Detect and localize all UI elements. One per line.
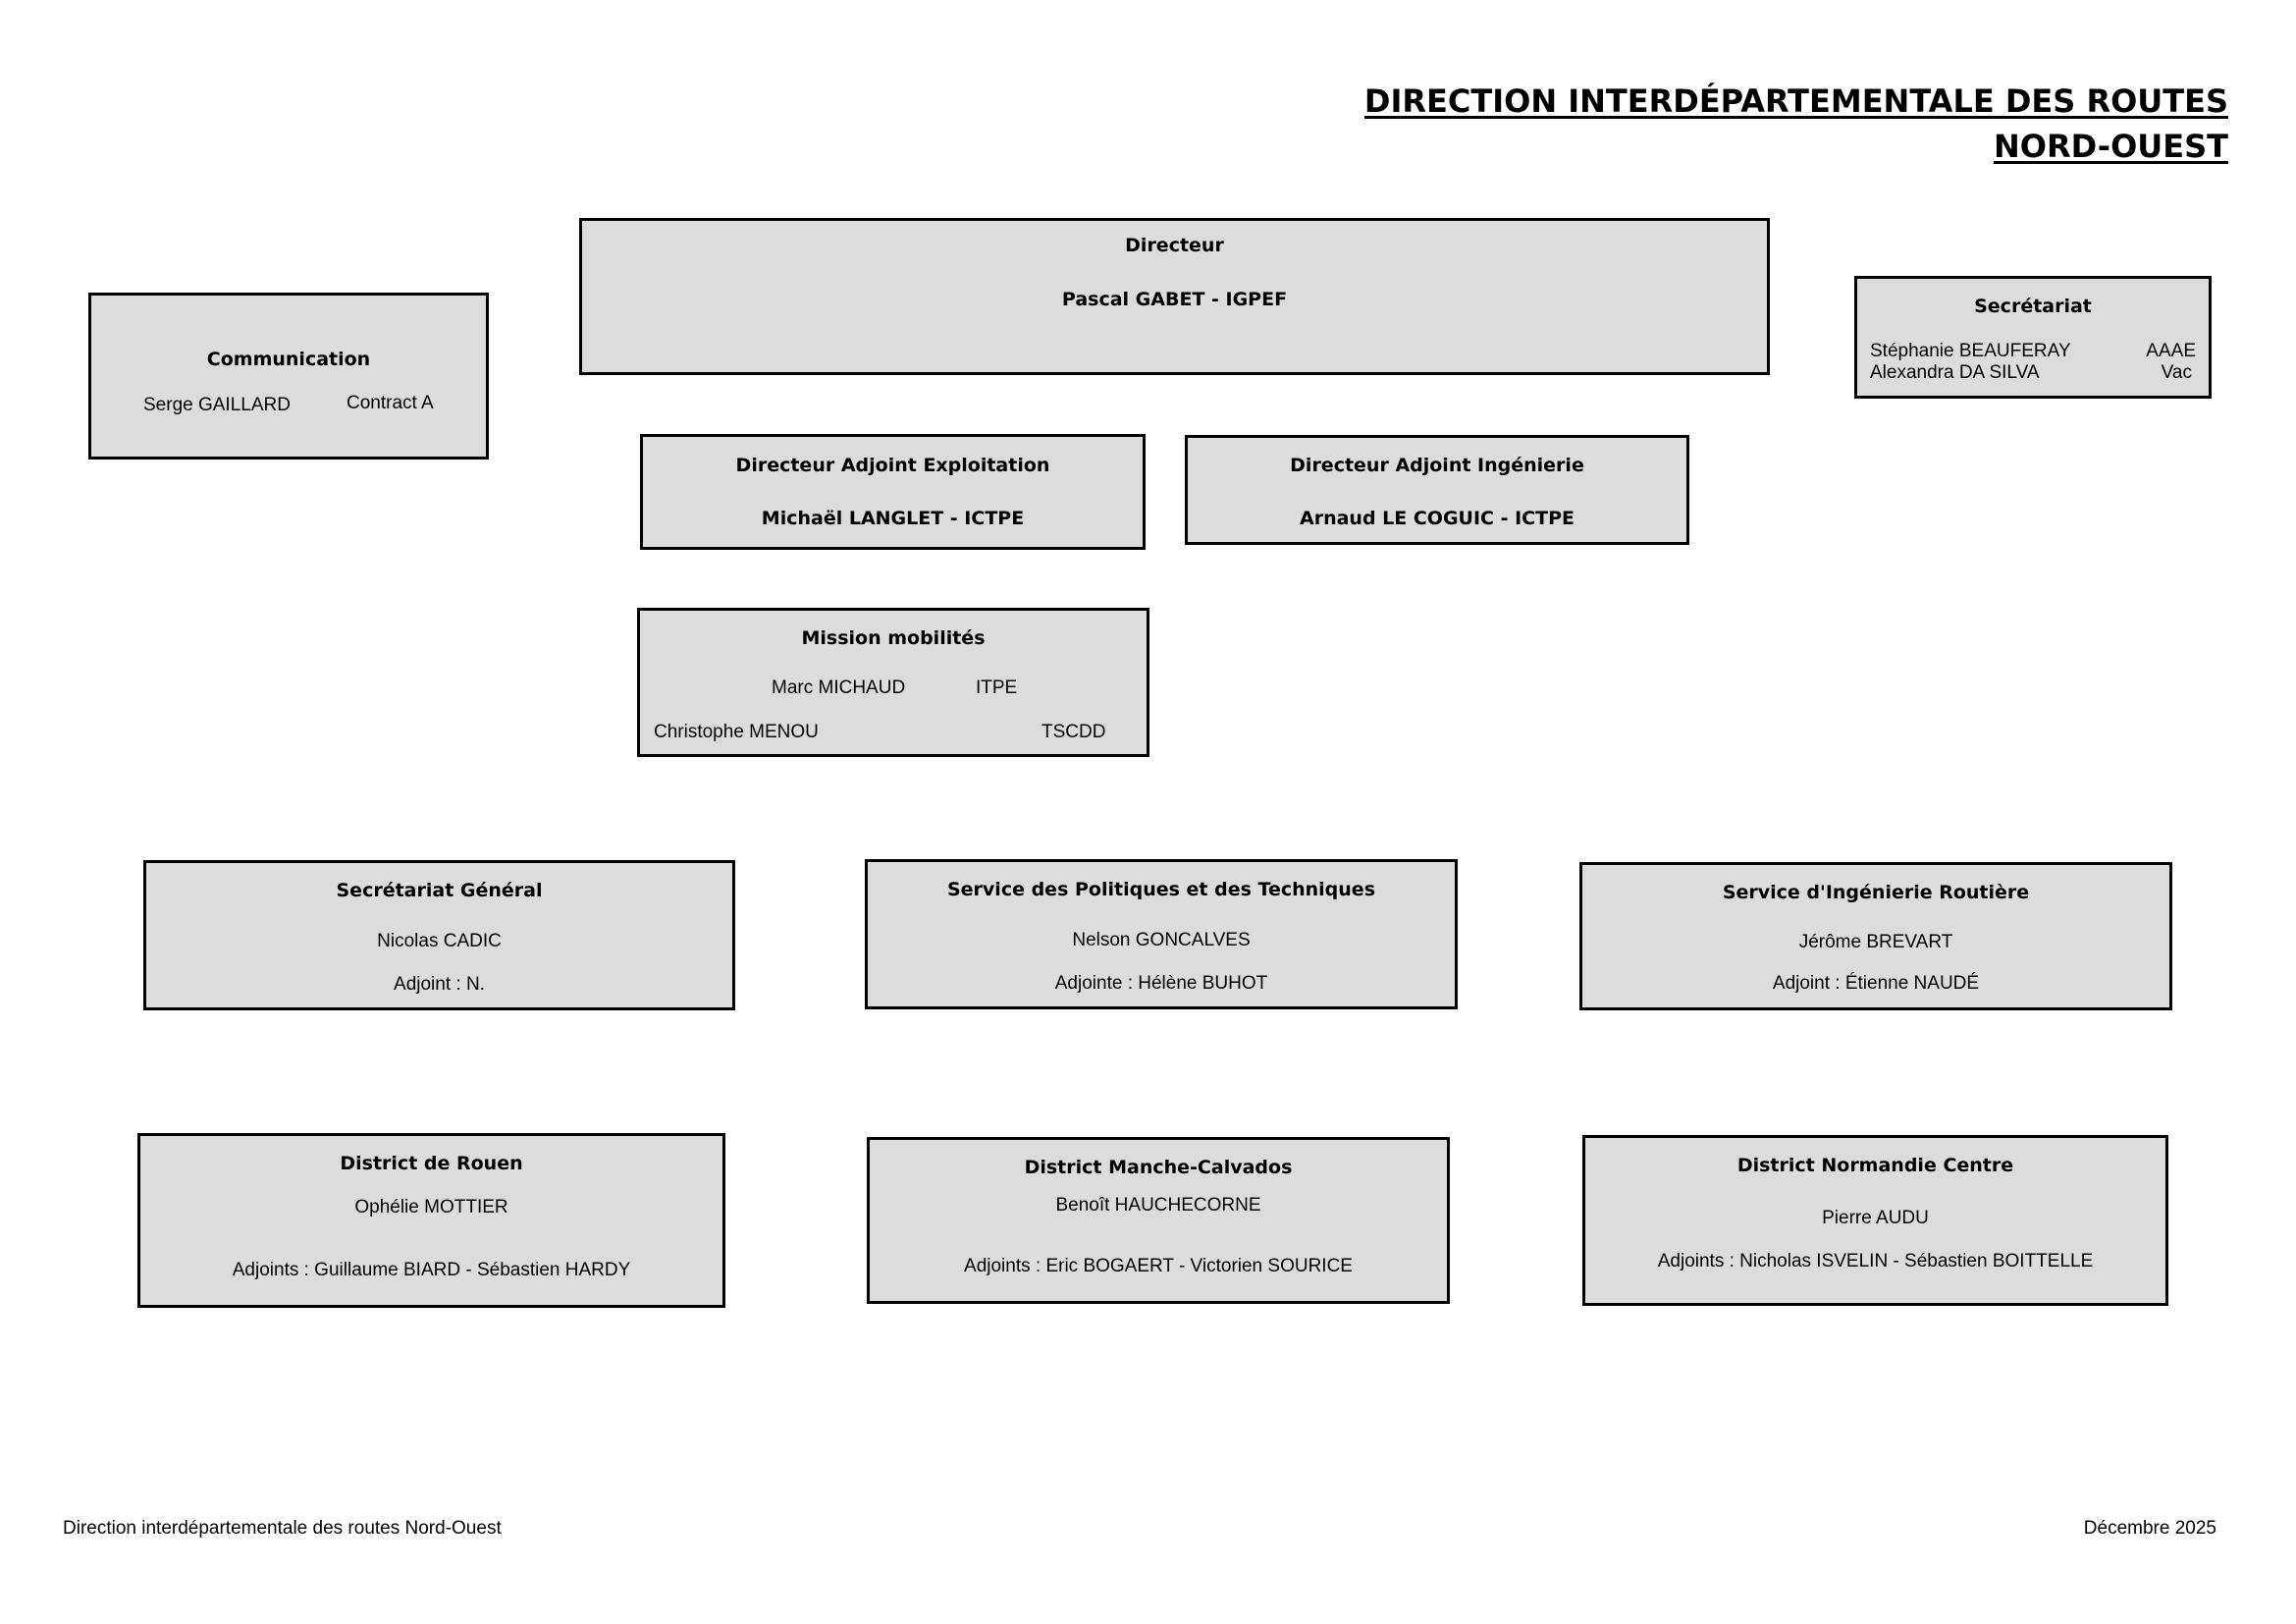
district-head: Pierre AUDU <box>1822 1208 1929 1228</box>
mission-member-grade: ITPE <box>976 677 1018 698</box>
communication-name: Serge GAILLARD <box>143 395 291 415</box>
communication-title: Communication <box>206 349 371 370</box>
adjoint-ingenierie-box: Directeur Adjoint Ingénierie Arnaud LE C… <box>1185 435 1689 545</box>
service-title: Secrétariat Général <box>336 880 543 901</box>
district-box: District de Rouen Ophélie MOTTIER Adjoin… <box>137 1133 725 1308</box>
adjoint-ingenierie-title: Directeur Adjoint Ingénierie <box>1290 455 1584 476</box>
mission-member-name: Marc MICHAUD <box>772 677 906 698</box>
directeur-title: Directeur <box>1125 235 1224 256</box>
district-head: Ophélie MOTTIER <box>354 1197 508 1218</box>
secretariat-member-name: Stéphanie BEAUFERAY <box>1870 341 2071 361</box>
secretariat-box: Secrétariat Stéphanie BEAUFERAY AAAE Ale… <box>1854 276 2212 399</box>
mission-mobilites-box: Mission mobilités Marc MICHAUD ITPE Chri… <box>637 608 1149 757</box>
district-title: District Manche-Calvados <box>1024 1157 1293 1178</box>
adjoint-exploitation-title: Directeur Adjoint Exploitation <box>735 455 1050 476</box>
secretariat-title: Secrétariat <box>1974 296 2092 317</box>
adjoint-exploitation-name: Michaël LANGLET - ICTPE <box>761 508 1025 529</box>
service-box: Service d'Ingénierie Routière Jérôme BRE… <box>1579 862 2172 1010</box>
page-title: DIRECTION INTERDÉPARTEMENTALE DES ROUTES… <box>1364 79 2228 169</box>
footer-left: Direction interdépartementale des routes… <box>63 1518 502 1539</box>
service-head: Jérôme BREVART <box>1798 932 1953 952</box>
service-box: Service des Politiques et des Techniques… <box>865 859 1458 1009</box>
district-title: District de Rouen <box>340 1153 523 1174</box>
secretariat-member-name: Alexandra DA SILVA <box>1870 362 2040 383</box>
service-deputy: Adjoint : Étienne NAUDÉ <box>1772 973 1980 994</box>
service-head: Nicolas CADIC <box>377 931 502 951</box>
secretariat-member-grade: Vac <box>2161 362 2192 383</box>
service-deputy: Adjoint : N. <box>394 974 485 995</box>
adjoint-exploitation-box: Directeur Adjoint Exploitation Michaël L… <box>640 434 1146 550</box>
district-head: Benoît HAUCHECORNE <box>1055 1195 1261 1216</box>
district-box: District Normandie Centre Pierre AUDU Ad… <box>1582 1135 2168 1306</box>
directeur-name: Pascal GABET - IGPEF <box>1061 289 1288 310</box>
mission-member-name: Christophe MENOU <box>654 722 819 742</box>
communication-box: Communication Serge GAILLARD Contract A <box>88 293 489 460</box>
service-deputy: Adjointe : Hélène BUHOT <box>1054 973 1268 994</box>
page-title-line1: DIRECTION INTERDÉPARTEMENTALE DES ROUTES <box>1363 82 2228 120</box>
district-box: District Manche-Calvados Benoît HAUCHECO… <box>867 1137 1450 1304</box>
service-title: Service d'Ingénierie Routière <box>1722 882 2030 903</box>
page-title-line2: NORD-OUEST <box>1994 128 2228 165</box>
service-head: Nelson GONCALVES <box>1072 930 1251 950</box>
communication-status: Contract A <box>347 393 434 413</box>
secretariat-member-grade: AAAE <box>2146 341 2196 361</box>
mission-member-grade: TSCDD <box>1041 722 1106 742</box>
directeur-box: Directeur Pascal GABET - IGPEF <box>579 218 1770 375</box>
footer-date: Décembre 2025 <box>2083 1518 2216 1539</box>
district-deputies: Adjoints : Eric BOGAERT - Victorien SOUR… <box>964 1256 1353 1276</box>
service-box: Secrétariat Général Nicolas CADIC Adjoin… <box>143 860 735 1010</box>
district-deputies: Adjoints : Nicholas ISVELIN - Sébastien … <box>1657 1251 2094 1272</box>
district-deputies: Adjoints : Guillaume BIARD - Sébastien H… <box>232 1260 631 1280</box>
service-title: Service des Politiques et des Techniques <box>946 879 1376 900</box>
mission-mobilites-title: Mission mobilités <box>801 627 986 649</box>
adjoint-ingenierie-name: Arnaud LE COGUIC - ICTPE <box>1300 508 1575 529</box>
district-title: District Normandie Centre <box>1736 1155 2014 1176</box>
